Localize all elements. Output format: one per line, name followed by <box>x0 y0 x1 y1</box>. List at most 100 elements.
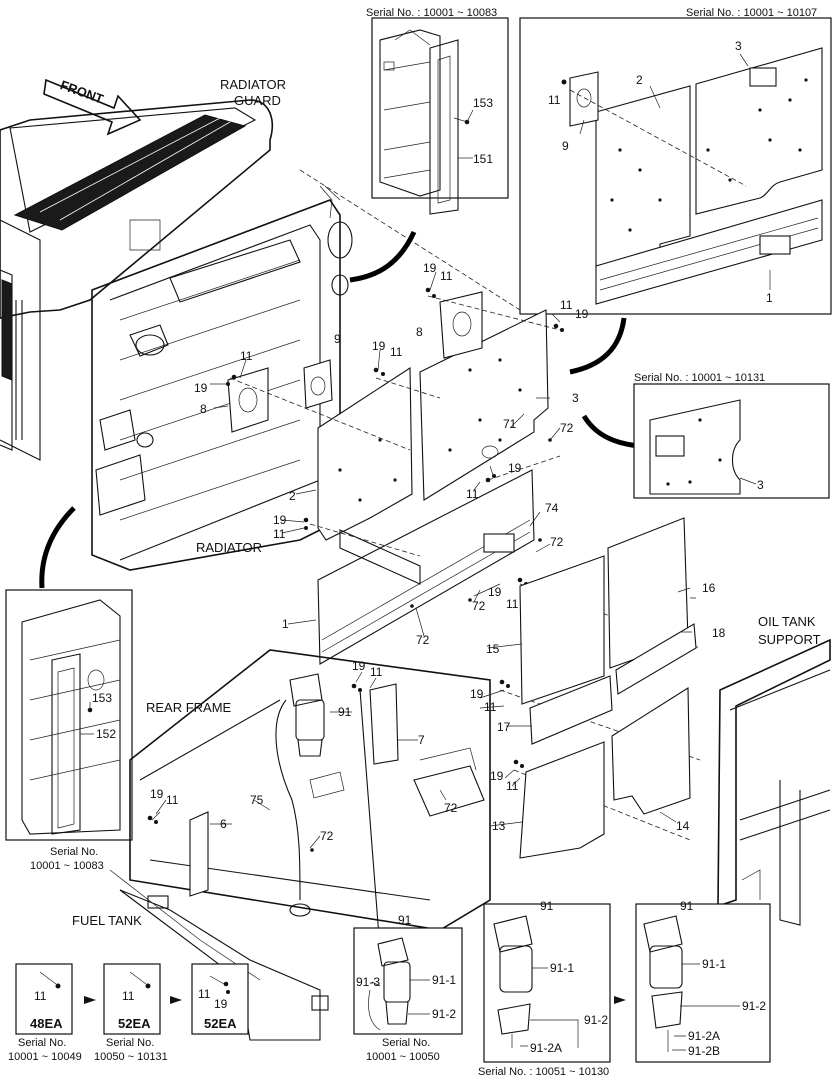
serial-label: Serial No. : 10001 ~ 10131 <box>634 372 765 384</box>
callout-91-2a: 91-2A <box>688 1029 720 1043</box>
panel-18 <box>615 623 697 695</box>
callout-19: 19 <box>508 461 522 475</box>
serial-label-range: 10050 ~ 10131 <box>94 1051 168 1063</box>
callout-91: 91 <box>540 899 554 913</box>
qty-part-2: 19 <box>214 997 228 1011</box>
bracket-6 <box>189 811 209 897</box>
inset-top-right: Serial No. : 10001 ~ 10107 3 2 11 9 1 <box>519 7 832 315</box>
radiator-side <box>379 29 441 197</box>
plate-2 <box>317 366 413 541</box>
callout-91-2a: 91-2A <box>530 1041 562 1055</box>
qty-value: 48EA <box>30 1016 63 1031</box>
callout-11: 11 <box>506 779 519 793</box>
qty-part: 11 <box>122 989 135 1003</box>
serial-label: Serial No. <box>106 1037 154 1049</box>
serial-label-range: 10001 ~ 10050 <box>366 1051 440 1063</box>
callout-9: 9 <box>562 139 569 153</box>
callout-74: 74 <box>545 501 559 515</box>
callout-72: 72 <box>320 829 334 843</box>
front-arrow: FRONT <box>43 77 142 136</box>
callout-3: 3 <box>572 391 579 405</box>
callout-72: 72 <box>560 421 574 435</box>
callout-19: 19 <box>273 513 287 527</box>
callout-11: 11 <box>484 700 497 714</box>
callout-7: 7 <box>418 733 425 747</box>
inset-right: Serial No. : 10001 ~ 10131 3 <box>633 372 830 499</box>
inset-left: 153 152 Serial No. 10001 ~ 10083 <box>5 589 133 872</box>
block <box>759 235 791 255</box>
callout-16: 16 <box>702 581 716 595</box>
callout-19: 19 <box>490 769 504 783</box>
qty-part: 11 <box>198 987 211 1001</box>
rear-frame: REAR FRAME FUEL TANK <box>72 649 491 1041</box>
callout-19: 19 <box>194 381 208 395</box>
callout-11: 11 <box>240 349 253 363</box>
bracket-152 <box>51 653 81 835</box>
callout-1: 1 <box>766 291 773 305</box>
radiator <box>91 199 341 571</box>
quantity-box-1: 11 48EA <box>15 963 73 1035</box>
callout-13: 13 <box>492 819 506 833</box>
callout-6: 6 <box>220 817 227 831</box>
serial-label: Serial No. : 10051 ~ 10130 <box>478 1066 609 1078</box>
callout-91-1: 91-1 <box>702 957 726 971</box>
callout-91-2: 91-2 <box>432 1007 456 1021</box>
guard-grille <box>13 114 247 231</box>
top-tank <box>169 239 301 303</box>
label-radiator-guard-2: GUARD <box>234 93 281 108</box>
callout-group-main: 19 11 11 19 8 9 19 11 11 19 8 3 71 72 19… <box>150 261 726 849</box>
arrow-icon <box>170 996 182 1004</box>
callout-91-1: 91-1 <box>432 973 456 987</box>
radiator-assembly: RADIATOR GUARD RADIATOR FRONT <box>0 77 521 571</box>
oil-tank-support <box>717 638 831 908</box>
block <box>749 67 777 87</box>
callout-91-2: 91-2 <box>742 999 766 1013</box>
oil-tank-panels: OIL TANK SUPPORT <box>519 517 831 926</box>
plate-3 <box>419 309 549 501</box>
qty-value: 52EA <box>118 1016 151 1031</box>
plate-1 <box>317 469 535 665</box>
hose-75 <box>275 699 301 901</box>
radiator-guard <box>0 99 274 319</box>
callout-72: 72 <box>550 535 564 549</box>
callout-17: 17 <box>497 720 511 734</box>
plate-1 <box>595 199 823 305</box>
serial-label-range: 10001 ~ 10083 <box>30 860 104 872</box>
serial-label: Serial No. : 10001 ~ 10083 <box>366 7 497 19</box>
quantity-box-2: 11 52EA <box>103 963 161 1035</box>
bracket-9 <box>569 71 599 127</box>
callout-14: 14 <box>676 819 690 833</box>
callout-19: 19 <box>423 261 437 275</box>
callout-152: 152 <box>96 727 116 741</box>
label-oil-tank: OIL TANK <box>758 614 816 629</box>
arrow-icon <box>614 996 626 1004</box>
callout-19: 19 <box>352 659 366 673</box>
serial-label-range: 10001 ~ 10049 <box>8 1051 82 1063</box>
callout-151: 151 <box>473 152 493 166</box>
callout-91-3: 91-3 <box>356 975 380 989</box>
plate-2 <box>595 85 691 267</box>
panel-17 <box>529 675 613 745</box>
callout-3: 3 <box>757 478 764 492</box>
filter-inset-a: 91 91-1 91-2 91-3 Serial No. 10001 ~ 100… <box>353 913 463 1063</box>
bracket-151 <box>429 39 459 215</box>
plate-72 <box>413 765 485 817</box>
callout-11: 11 <box>166 793 179 807</box>
label-oil-tank-2: SUPPORT <box>758 632 821 647</box>
plate-3-variant <box>649 399 741 495</box>
leader-curve <box>349 230 417 283</box>
panel-13 <box>519 741 605 859</box>
serial-label: Serial No. <box>18 1037 66 1049</box>
qty-part: 11 <box>34 989 47 1003</box>
callout-19: 19 <box>150 787 164 801</box>
arrow-icon <box>84 996 96 1004</box>
callout-11: 11 <box>273 527 286 541</box>
callout-9: 9 <box>334 332 341 346</box>
inset-frame <box>5 589 133 841</box>
bracket-9 <box>303 359 333 409</box>
callout-11: 11 <box>390 345 403 359</box>
rear-frame-body <box>129 649 491 931</box>
label-radiator: RADIATOR <box>196 540 262 555</box>
